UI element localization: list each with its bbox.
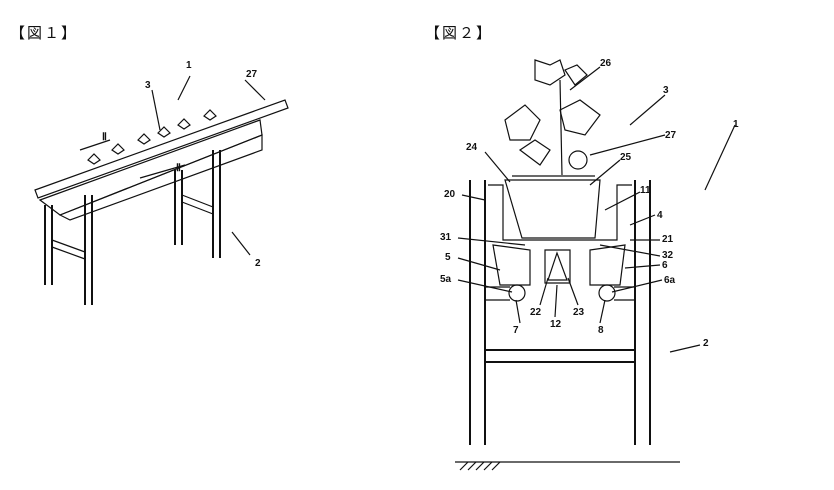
fig2-label-6a: 6a	[664, 275, 676, 286]
figure-2-title: 【図２】	[425, 24, 494, 42]
fig2-label-7: 7	[513, 325, 519, 336]
fig2-label-1: 1	[733, 119, 739, 130]
fig1-label-3: 3	[145, 80, 151, 91]
fig2-label-12: 12	[550, 319, 562, 330]
fig2-label-23: 23	[573, 307, 585, 318]
fig2-label-25: 25	[620, 152, 632, 163]
fig1-label-1: 1	[186, 60, 192, 71]
fig1-label-27: 27	[246, 69, 258, 80]
fig2-label-4: 4	[657, 210, 663, 221]
plant-icons	[87, 109, 217, 165]
fig2-label-5: 5	[445, 252, 451, 263]
figure-1-title: 【図１】	[10, 24, 79, 42]
fig2-label-32: 32	[662, 250, 674, 261]
fig2-label-22: 22	[530, 307, 542, 318]
fig1-label-section-b: Ⅱ	[176, 163, 181, 174]
fig2-label-24: 24	[466, 142, 478, 153]
fig2-label-21: 21	[662, 234, 674, 245]
fig2-label-2: 2	[703, 338, 709, 349]
fig1-label-2: 2	[255, 258, 261, 269]
fig2-label-3: 3	[663, 85, 669, 96]
fig1-label-section-a: Ⅱ	[102, 132, 107, 143]
fig2-label-8: 8	[598, 325, 604, 336]
fig2-label-11: 11	[640, 185, 651, 196]
figure-2-drawing: 26 3 27 1 25 24 20 11 4 21 31 32 5 6 5a …	[440, 58, 739, 471]
fig2-label-27: 27	[665, 130, 677, 141]
fig2-label-31: 31	[440, 232, 452, 243]
fig2-label-5a: 5a	[440, 274, 452, 285]
figure-1-drawing: 1 27 3 Ⅱ Ⅱ 2	[34, 60, 289, 305]
fig2-label-20: 20	[444, 189, 456, 200]
fig2-label-26: 26	[600, 58, 612, 69]
fig2-label-6: 6	[662, 260, 668, 271]
